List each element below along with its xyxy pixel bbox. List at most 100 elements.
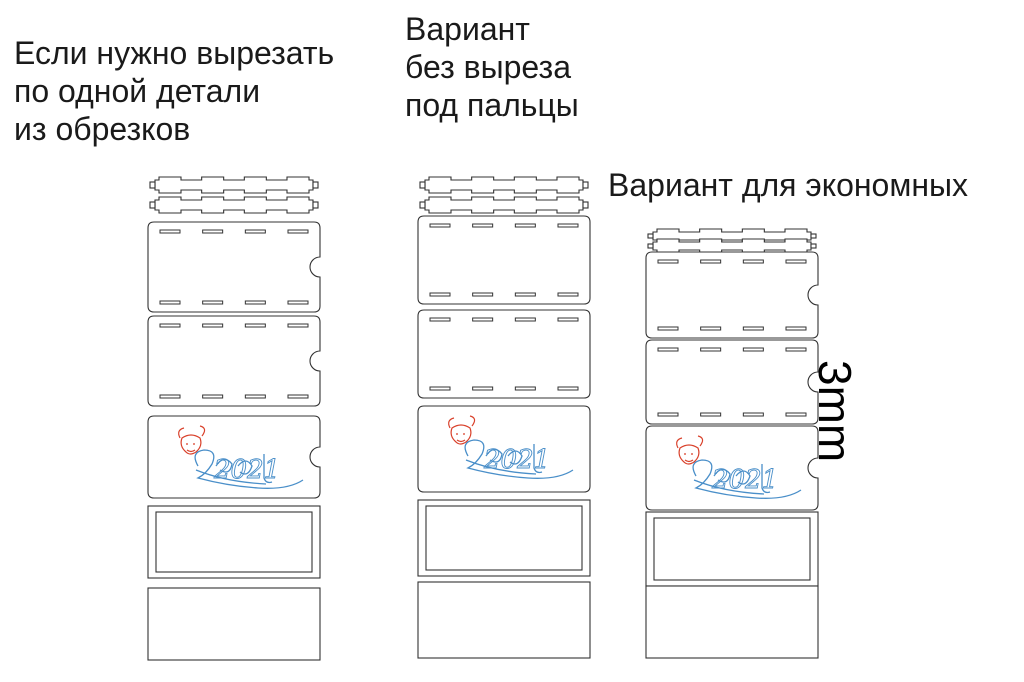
engraving-art: 2021 [178,425,304,489]
tab-slot [785,259,807,264]
caption-line: по одной детали [14,73,261,109]
tab-slot [159,394,181,399]
tab-slot [429,386,451,391]
side-panel [417,215,591,305]
tab-slot [202,394,224,399]
strip-outline [154,176,314,194]
tab-slot [700,326,722,331]
tab-slot [742,326,764,331]
lid-outline [417,405,591,493]
tab-slot [657,259,679,264]
tab-slot [742,412,764,417]
tab-strip [149,196,319,214]
tab-slot [557,386,579,391]
year-swirl [692,459,802,499]
frame-panel [147,505,321,579]
tab-slot [287,394,309,399]
strip-outline [154,196,314,214]
tab-slot [202,229,224,234]
frame-panel [417,499,591,577]
tab-strip [149,176,319,194]
panel-outline [147,221,321,313]
tab-slot [287,229,309,234]
year-text: 2021 [711,465,778,495]
tab-slot [557,292,579,297]
tab-slot [742,347,764,352]
tab-strip [419,176,589,194]
caption-line: Вариант [405,11,530,47]
tab-slot [514,223,536,228]
year-text: 2021 [213,455,280,485]
tab-slot [244,300,266,305]
strip-end-tab [149,181,156,189]
strip-end-tab [582,201,589,209]
strip-end-tab [647,243,654,249]
strip-end-tab [419,201,426,209]
engraved-lid: 2021 [417,405,591,493]
strip-end-tab [312,201,319,209]
side-panel-with-finger-notch [645,339,819,425]
frame-window [653,517,811,581]
year-strokes [692,459,802,499]
tab-slot [514,292,536,297]
side-panel-with-finger-notch [147,315,321,407]
strip-end-tab [312,181,319,189]
tab-slot [657,412,679,417]
tab-slot [287,323,309,328]
year-text: 2021 [483,445,550,475]
frame-window [425,505,583,571]
year-swirl [194,449,304,489]
tab-strip [647,238,817,254]
tab-slot [472,292,494,297]
tab-slot [244,229,266,234]
year-swirl [464,439,574,479]
tab-slot [244,394,266,399]
bottom-panel [645,585,819,659]
tab-slot [557,223,579,228]
tab-slot [202,300,224,305]
strip-outline [424,176,584,194]
engraving-art: 2021 [448,415,574,479]
bull-head-lines [178,425,206,455]
tab-slot [429,223,451,228]
tab-slot [472,317,494,322]
tab-slot [700,347,722,352]
tab-slot [159,229,181,234]
panel-outline [417,309,591,399]
caption-line: из обрезков [14,111,191,147]
strip-end-tab [419,181,426,189]
engraving-art: 2021 [676,435,802,499]
tab-slot [742,259,764,264]
caption-line: Если нужно вырезать [14,35,335,71]
tab-slot [244,323,266,328]
tab-slot [785,326,807,331]
year-strokes [464,439,574,479]
panel-outline [417,215,591,305]
lid-outline [147,415,321,499]
frame-window [155,511,313,573]
tab-slot [557,317,579,322]
bull-icon [448,415,476,445]
bottom-panel [147,587,321,661]
panel-outline [645,339,819,425]
panel-outline [147,315,321,407]
tab-slot [429,317,451,322]
tab-strip [419,196,589,214]
tab-slot [785,412,807,417]
left-variant-caption: Если нужно вырезать по одной детали из о… [14,34,334,148]
engraved-lid: 2021 [147,415,321,499]
bull-head-lines [676,435,704,465]
side-panel [417,309,591,399]
bull-icon [178,425,206,455]
lid-outline [645,425,819,511]
side-panel-with-finger-notch [147,221,321,313]
engraved-lid: 2021 [645,425,819,511]
tab-slot [159,300,181,305]
strip-end-tab [810,243,817,249]
tab-slot [514,386,536,391]
strip-outline [652,238,812,254]
middle-variant-caption: Вариант без выреза под пальцы [405,10,579,124]
strip-end-tab [149,201,156,209]
panel-outline [645,251,819,339]
tab-slot [429,292,451,297]
